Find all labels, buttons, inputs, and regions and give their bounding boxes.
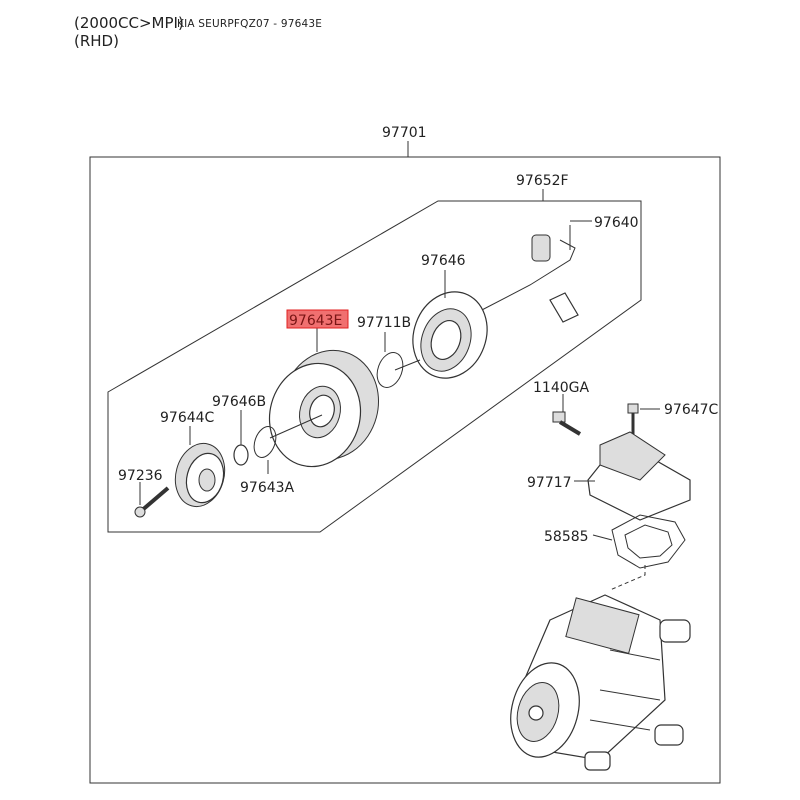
leader-line: [592, 534, 613, 541]
highlight-box: [286, 309, 349, 329]
bolt-1140ga-part: [552, 411, 582, 436]
wire-harness-part: [477, 220, 592, 323]
label-58585[interactable]: 58585: [544, 529, 589, 545]
assembly-frame: [89, 156, 721, 784]
label-97640[interactable]: 97640: [594, 215, 639, 231]
label-97652f[interactable]: 97652F: [516, 173, 569, 189]
drive-label: (RHD): [74, 32, 119, 50]
dashed-assembly-line: [609, 565, 646, 591]
compressor-part: [510, 594, 691, 771]
spec-label: (2000CC>MPI): [74, 14, 184, 32]
label-97643e[interactable]: 97643E: [289, 313, 342, 329]
bracket-part: [587, 431, 691, 521]
label-97701[interactable]: 97701: [382, 125, 427, 141]
catalog-reference: KIA SEURPFQZ07 - 97643E: [177, 18, 323, 30]
bolt-97236-part: [134, 486, 170, 518]
label-97646b[interactable]: 97646B: [212, 394, 266, 410]
label-1140ga[interactable]: 1140GA: [533, 380, 589, 396]
axis-line: [394, 359, 421, 371]
shim-part: [233, 444, 249, 466]
pulley-part: [268, 349, 380, 468]
clutch-frame: [107, 200, 642, 533]
label-97236[interactable]: 97236: [118, 468, 163, 484]
snap-ring-b-part: [376, 352, 404, 388]
label-97717[interactable]: 97717: [527, 475, 572, 491]
hub-part: [174, 442, 226, 508]
field-coil-part: [412, 291, 488, 379]
gasket-part: [611, 514, 686, 569]
label-97644c[interactable]: 97644C: [160, 410, 215, 426]
label-97643a[interactable]: 97643A: [240, 480, 295, 496]
snap-ring-a-part: [253, 426, 277, 458]
axis-line: [269, 414, 323, 439]
label-97647c[interactable]: 97647C: [664, 402, 719, 418]
label-97711b[interactable]: 97711B: [357, 315, 411, 331]
label-97646[interactable]: 97646: [421, 253, 466, 269]
